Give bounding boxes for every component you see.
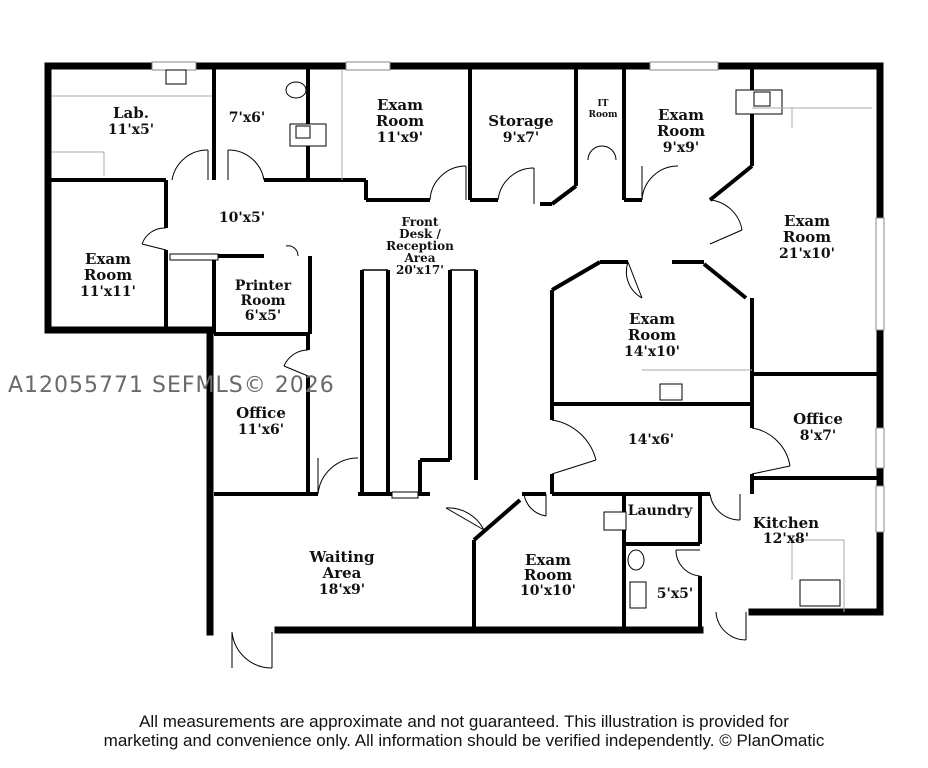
- exam-center-label-2: Room: [628, 326, 676, 344]
- exam-left-label-2: Room: [84, 266, 132, 284]
- office-right-label: Office: [793, 410, 843, 428]
- exam-left-dim: 11'x11': [80, 284, 136, 300]
- disclaimer-line-1: All measurements are approximate and not…: [139, 712, 789, 731]
- cabinet-lines: [52, 70, 872, 612]
- windows: [151, 61, 885, 533]
- hall-right-dim: 14'x6': [628, 432, 674, 448]
- exam-top-2-label-2: Room: [657, 122, 705, 140]
- storage-label: Storage: [488, 112, 553, 130]
- watermark: A12055771 SEFMLS© 2026: [8, 373, 335, 398]
- door-swings: [141, 145, 791, 669]
- exam-bottom-dim: 10'x10': [520, 583, 576, 599]
- bath-bottom-dim: 5'x5': [657, 586, 693, 602]
- office-right-dim: 8'x7': [800, 428, 836, 444]
- bath-top-dim: 7'x6': [229, 110, 265, 126]
- outer-walls: [44, 62, 884, 636]
- printer-label-1: Printer: [235, 278, 292, 294]
- kitchen-label: Kitchen: [753, 514, 819, 532]
- exam-right-dim: 21'x10': [779, 246, 835, 262]
- lab-dim: 11'x5': [108, 122, 154, 138]
- reception-label-4: Area: [403, 251, 435, 265]
- exam-top-2-dim: 9'x9': [663, 140, 699, 156]
- fixtures: [165, 69, 841, 609]
- reception-label-1: Front: [402, 215, 439, 229]
- office-left-dim: 11'x6': [238, 422, 284, 438]
- room-labels: Lab. 11'x5' 7'x6' Exam Room 11'x9' Stora…: [80, 96, 843, 602]
- office-left-label: Office: [236, 404, 286, 422]
- exam-bottom-label-1: Exam: [525, 551, 571, 569]
- waiting-label-1: Waiting: [309, 548, 375, 566]
- exam-center-dim: 14'x10': [624, 344, 680, 360]
- interior-walls: [48, 66, 880, 630]
- lab-label: Lab.: [113, 104, 149, 122]
- reception-label-2: Desk /: [399, 227, 441, 241]
- printer-dim: 6'x5': [245, 308, 281, 324]
- printer-label-2: Room: [240, 293, 285, 309]
- exam-bottom-label-2: Room: [524, 566, 572, 584]
- laundry-label: Laundry: [628, 503, 693, 519]
- exam-right-label-1: Exam: [784, 212, 830, 230]
- kitchen-dim: 12'x8': [763, 531, 809, 547]
- it-room-label-2: Room: [588, 110, 617, 120]
- exam-top-1-label-1: Exam: [377, 96, 423, 114]
- hall-left-dim: 10'x5': [219, 210, 265, 226]
- exam-center-label-1: Exam: [629, 310, 675, 328]
- waiting-dim: 18'x9': [319, 582, 365, 598]
- storage-dim: 9'x7': [503, 130, 539, 146]
- exam-left-label-1: Exam: [85, 250, 131, 268]
- exam-top-1-dim: 11'x9': [377, 130, 423, 146]
- exam-right-label-2: Room: [783, 228, 831, 246]
- disclaimer-line-2: marketing and convenience only. All info…: [103, 731, 825, 750]
- waiting-label-2: Area: [322, 564, 362, 582]
- it-room-label-1: IT: [598, 99, 609, 109]
- exam-top-1-label-2: Room: [376, 112, 424, 130]
- reception-dim: 20'x17': [396, 263, 444, 277]
- reception-label-3: Reception: [386, 239, 454, 253]
- floor-plan: Lab. 11'x5' 7'x6' Exam Room 11'x9' Stora…: [8, 61, 885, 669]
- exam-top-2-label-1: Exam: [658, 106, 704, 124]
